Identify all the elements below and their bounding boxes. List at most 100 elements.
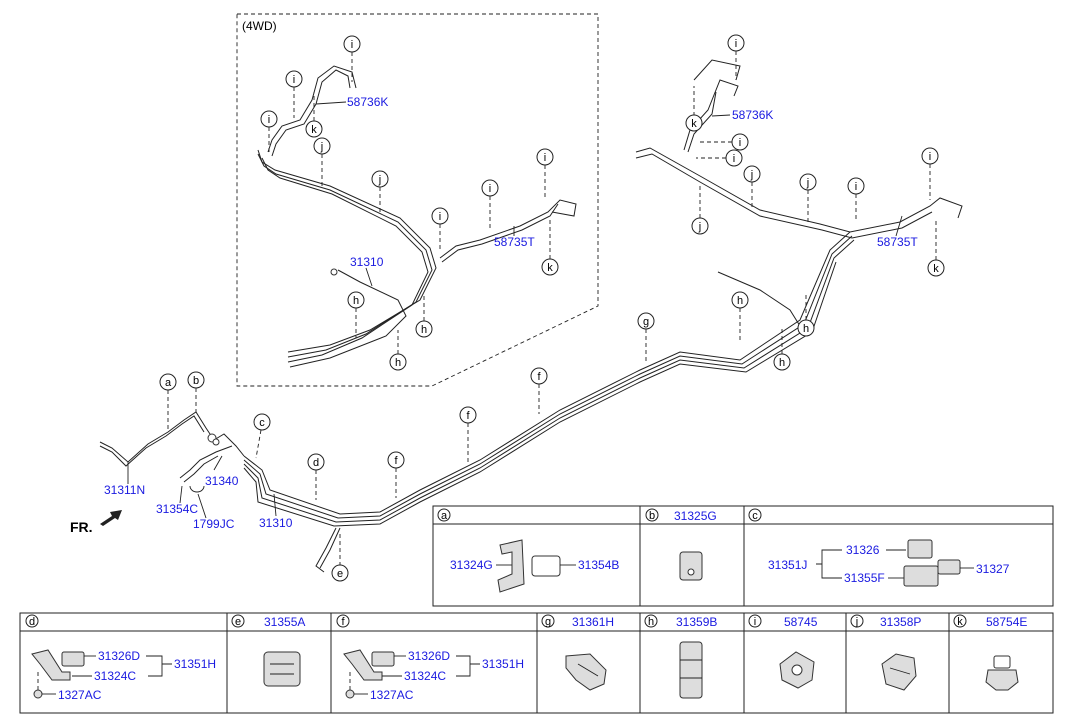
table-cell-f: f 31326D 31351H 31324C 1327AC (336, 614, 524, 702)
callout-c: c (253, 413, 271, 459)
svg-text:31324C: 31324C (404, 669, 446, 683)
svg-text:j: j (698, 221, 701, 233)
svg-text:c: c (752, 510, 758, 522)
label-58735T-inset: 58735T (494, 235, 535, 249)
svg-text:31351H: 31351H (482, 657, 524, 671)
svg-text:31326: 31326 (846, 543, 880, 557)
callout-f-3: f (530, 367, 548, 414)
svg-text:g: g (545, 616, 551, 628)
svg-text:b: b (193, 375, 199, 387)
inset-label: (4WD) (242, 19, 277, 33)
callout-i-inset-6: i (536, 148, 554, 200)
callout-h-inset-2: h (389, 330, 407, 371)
callout-i-3: i (696, 149, 743, 167)
label-31354C: 31354C (156, 502, 198, 516)
callout-i-5: i (921, 147, 939, 200)
svg-text:h: h (803, 323, 809, 335)
svg-text:31355F: 31355F (844, 571, 885, 585)
svg-text:i: i (268, 114, 270, 126)
svg-text:31325G: 31325G (674, 509, 717, 523)
table-cell-j: j 31358P (850, 614, 921, 691)
table-cell-k: k 58754E (953, 614, 1027, 691)
table-cell-g: g 31361H (541, 614, 614, 691)
svg-text:31351H: 31351H (174, 657, 216, 671)
svg-text:f: f (466, 410, 470, 422)
callout-i-inset-2: i (285, 70, 303, 118)
inset-4wd: (4WD) (236, 13, 599, 387)
label-31310-inset: 31310 (350, 255, 384, 269)
callout-i-inset-5: i (481, 179, 499, 230)
svg-text:k: k (311, 124, 317, 136)
svg-text:k: k (957, 616, 963, 628)
svg-text:31324C: 31324C (94, 669, 136, 683)
callout-h-inset-1: h (347, 291, 365, 338)
svg-text:i: i (929, 151, 931, 163)
svg-text:i: i (735, 38, 737, 50)
callout-j-inset-1: j (313, 137, 331, 186)
label-58736K-main: 58736K (732, 108, 773, 122)
svg-text:i: i (733, 153, 735, 165)
callout-g: g (637, 312, 655, 362)
svg-text:31324G: 31324G (450, 558, 493, 572)
svg-text:h: h (395, 357, 401, 369)
svg-text:i: i (855, 181, 857, 193)
svg-text:31327: 31327 (976, 562, 1010, 576)
svg-text:i: i (489, 183, 491, 195)
svg-text:k: k (933, 263, 939, 275)
svg-text:j: j (378, 174, 381, 186)
label-31311N: 31311N (104, 483, 145, 497)
label-31340: 31340 (205, 474, 239, 488)
svg-text:31361H: 31361H (572, 615, 614, 629)
svg-text:31326D: 31326D (408, 649, 450, 663)
svg-text:k: k (691, 118, 697, 130)
table-cell-d: d 31326D 31351H 31324C 1327AC (25, 614, 216, 702)
svg-text:j: j (320, 141, 323, 153)
callout-b: b (187, 371, 205, 412)
svg-text:i: i (739, 137, 741, 149)
svg-text:b: b (649, 510, 655, 522)
svg-text:j: j (750, 169, 753, 181)
svg-text:f: f (394, 455, 398, 467)
callout-a: a (159, 373, 177, 430)
svg-text:f: f (341, 616, 345, 628)
table-cell-c: c 31351J 31326 31327 31355F (748, 508, 1010, 587)
table-cell-e: e 31355A (231, 614, 305, 687)
callout-h-inset-3: h (415, 296, 433, 338)
svg-text:i: i (544, 152, 546, 164)
svg-text:j: j (806, 177, 809, 189)
main-pipe-bundle (99, 59, 963, 573)
callout-k-1: k (685, 86, 703, 132)
callout-f-2: f (459, 406, 477, 462)
svg-text:d: d (29, 616, 35, 628)
parts-table: a 31324G 31354B b 31325G c 31351J 31326 … (19, 505, 1054, 714)
fr-label: FR. (70, 519, 93, 535)
callout-h-3: h (797, 294, 815, 337)
callout-i-inset-4: i (431, 207, 449, 250)
svg-text:31359B: 31359B (676, 615, 717, 629)
label-31310-main: 31310 (259, 516, 293, 530)
label-58735T-main: 58735T (877, 235, 918, 249)
svg-text:31358P: 31358P (880, 615, 921, 629)
inset-pipe-bundle (257, 65, 577, 368)
svg-text:i: i (351, 39, 353, 51)
svg-text:e: e (235, 616, 241, 628)
svg-text:h: h (353, 295, 359, 307)
table-cell-i: i 58745 (748, 614, 818, 689)
callout-f-1: f (387, 451, 405, 498)
svg-text:h: h (648, 616, 654, 628)
callout-k-inset-1: k (305, 92, 323, 138)
svg-text:a: a (441, 510, 448, 522)
callout-h-1: h (731, 291, 749, 340)
callout-d: d (307, 453, 325, 500)
svg-text:k: k (547, 262, 553, 274)
svg-text:a: a (165, 377, 172, 389)
callout-j-2: j (743, 165, 761, 210)
svg-text:i: i (754, 616, 756, 628)
label-58736K-inset: 58736K (347, 95, 388, 109)
svg-text:i: i (439, 211, 441, 223)
svg-text:h: h (737, 295, 743, 307)
callout-i-2: i (698, 133, 749, 151)
callout-j-inset-2: j (371, 170, 389, 212)
main-part-labels: 31311N 31340 31354C 1799JC 31310 31310 5… (104, 95, 918, 531)
